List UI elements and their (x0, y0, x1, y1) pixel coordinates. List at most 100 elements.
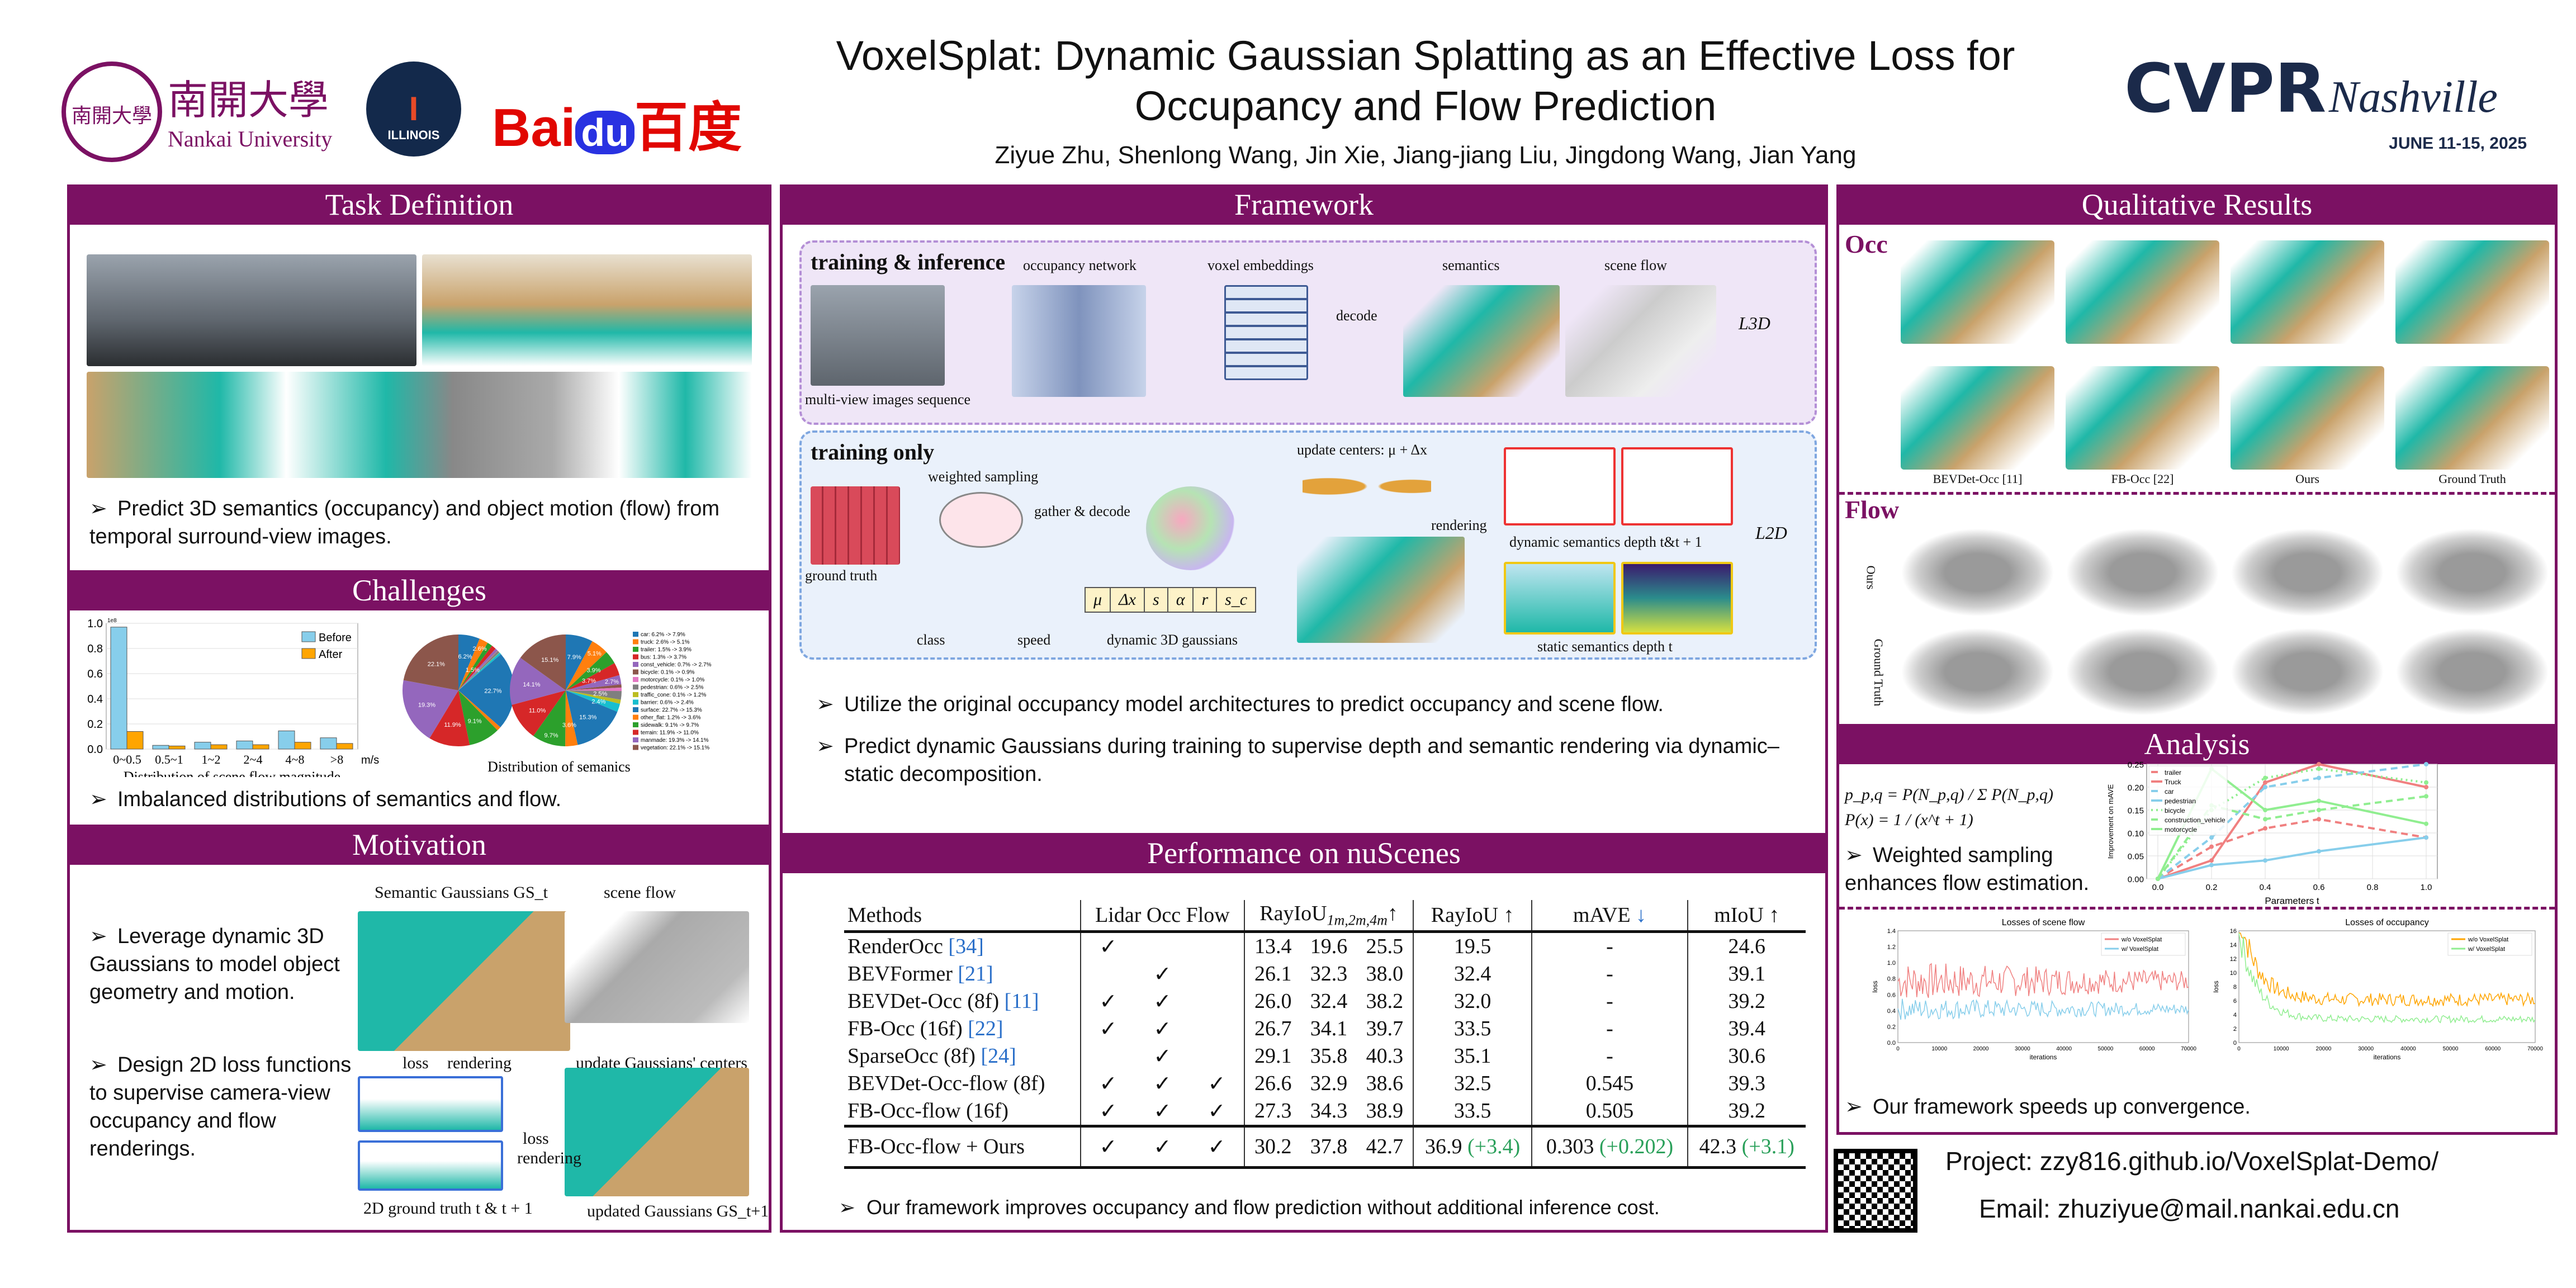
occ-col-label: BEVDet-Occ [11] (1933, 472, 2023, 486)
data-point (2263, 780, 2267, 785)
stat-label: static semantics depth t (1537, 638, 1673, 655)
legend-swatch (633, 737, 638, 742)
slice-label: 11.0% (529, 707, 546, 714)
decode-label: decode (1336, 307, 1377, 324)
semantic-gaussians-label: Semantic Gaussians GS_t (375, 883, 548, 902)
r2-value: 34.1 (1310, 1017, 1348, 1041)
method-value: FB-Occ-flow (16f) (847, 1099, 1009, 1123)
mave-value: 0.505 (1585, 1099, 1634, 1123)
mave-value: - (1606, 962, 1613, 986)
cell-r1: 29.1 (1244, 1042, 1301, 1070)
flow-result-image (2066, 627, 2219, 716)
unit-label: m/s (361, 754, 379, 766)
flow-result-image (2231, 627, 2384, 716)
legend-label: car: 6.2% -> 7.9% (641, 632, 685, 638)
cell-occ: ✓ (1135, 1097, 1189, 1126)
r1-value: 26.6 (1254, 1072, 1292, 1096)
legend-label: w/o VoxelSplat (2121, 936, 2162, 943)
y-tick-label: 0.6 (87, 668, 103, 680)
dynamic-gaussian-render (1297, 537, 1465, 643)
cell-method: FB-Occ (16f) [22] (844, 1015, 1081, 1043)
cell-method: SparseOcc (8f) [24] (844, 1043, 1081, 1070)
pie-before-slice-trailer (458, 642, 493, 690)
data-point (2263, 785, 2267, 789)
gain-value: (+3.1) (1741, 1135, 1794, 1159)
y-tick-label: 0.0 (1887, 1040, 1896, 1046)
flow-results-grid (1901, 528, 2549, 716)
x-tick-label: 10000 (1931, 1046, 1947, 1052)
legend-label: barrier: 0.6% -> 2.4% (641, 700, 694, 706)
performance-bullet-text: Our framework improves occupancy and flo… (866, 1196, 1660, 1219)
rendering-label-2: rendering (517, 1149, 581, 1167)
rayiou-value: 32.5 (1453, 1072, 1491, 1096)
bar-after (252, 744, 269, 750)
param-s: s (1145, 588, 1168, 612)
cell-mave: - (1531, 1015, 1688, 1043)
x-tick-label: 10000 (2274, 1046, 2289, 1052)
pie-before-slice-bus (458, 646, 496, 690)
legend-label: pedestrian: 0.6% -> 2.5% (641, 685, 704, 691)
flow-value: ✓ (1208, 1135, 1226, 1159)
occ-result-image: BEVDet-Occ [11] (1901, 366, 2054, 486)
dynamic-depth-2 (1621, 447, 1733, 525)
y-tick-label: 0.15 (2128, 806, 2144, 816)
data-point (2263, 826, 2267, 831)
legend-label: construction_vehicle (2165, 816, 2225, 824)
mave-value: - (1606, 935, 1613, 959)
lidar-value: ✓ (1099, 935, 1117, 959)
data-point (2263, 775, 2267, 780)
legend-label: truck: 2.6% -> 5.1% (641, 640, 690, 646)
x-axis-label: Parameters t (2265, 896, 2319, 906)
cell-occ (1135, 931, 1189, 960)
series-with-voxelsplat (2238, 932, 2536, 1024)
pie-after-slice-truck (566, 641, 607, 690)
gt-label: ground truth (805, 567, 878, 584)
qr-code[interactable] (1834, 1149, 1917, 1233)
legend-label: trailer: 1.5% -> 3.9% (641, 647, 692, 653)
x-tick-label: 0.6 (2313, 883, 2325, 892)
cell-r4: 40.3 (1357, 1043, 1413, 1070)
pie-after-slice-other_flat (565, 690, 578, 746)
col-rayiou-multi: RayIoU1m,2m,4m↑ (1244, 900, 1413, 932)
occupancy-network-icon (1012, 285, 1146, 397)
citation-link[interactable]: [21] (958, 962, 993, 986)
mave-value: - (1606, 1044, 1613, 1068)
mave-text: mAVE (1573, 903, 1631, 927)
col-modal: Lidar Occ Flow (1079, 900, 1245, 932)
email-link[interactable]: Email: zhuziyue@mail.nankai.edu.cn (1979, 1194, 2400, 1223)
gd-label: gather & decode (1034, 503, 1130, 519)
legend-swatch (633, 669, 638, 675)
legend-label: bicycle: 0.1% -> 0.9% (641, 670, 695, 676)
loss-scene-flow-chart: Losses of scene flow0.00.20.40.60.81.01.… (1871, 918, 2196, 1061)
citation-link[interactable]: [34] (948, 935, 984, 959)
legend-label: vegetation: 22.1% -> 15.1% (641, 745, 709, 751)
project-link[interactable]: Project: zzy816.github.io/VoxelSplat-Dem… (1945, 1147, 2439, 1176)
cell-rayiou: 36.9 (+3.4) (1412, 1126, 1532, 1168)
cell-miou: 39.2 (1687, 1097, 1806, 1126)
citation-link[interactable]: [22] (968, 1017, 1003, 1041)
r1-value: 26.0 (1254, 989, 1292, 1014)
citation-link[interactable]: [11] (1004, 989, 1039, 1014)
cell-miou: 39.1 (1687, 960, 1806, 988)
cell-lidar: ✓ (1079, 931, 1136, 960)
cell-occ: ✓ (1135, 1126, 1189, 1167)
slice-label: 22.1% (428, 661, 445, 667)
miou-value: 39.1 (1728, 962, 1766, 986)
citation-link[interactable]: [24] (981, 1044, 1016, 1068)
data-point (2156, 877, 2160, 881)
cell-r2: 19.6 (1301, 931, 1357, 960)
occ-result-image: FB-Occ [22] (2066, 366, 2219, 486)
pie-after-slice-pedestrian (566, 690, 622, 700)
r1-value: 29.1 (1254, 1044, 1292, 1068)
x-tick-label: 70000 (2181, 1046, 2196, 1052)
cell-miou: 24.6 (1687, 931, 1806, 960)
legend-swatch (633, 722, 638, 727)
rayiou-multi-text: RayIoU (1259, 902, 1327, 925)
legend-swatch (633, 662, 638, 667)
r1-value: 27.3 (1254, 1099, 1292, 1123)
occ-label: Occ (1845, 230, 1888, 258)
scene-flow-label: scene flow (604, 883, 676, 902)
r2-value: 19.6 (1310, 935, 1348, 959)
legend-label: traffic_cone: 0.1% -> 1.2% (641, 692, 706, 698)
r2-value: 32.9 (1310, 1072, 1348, 1096)
